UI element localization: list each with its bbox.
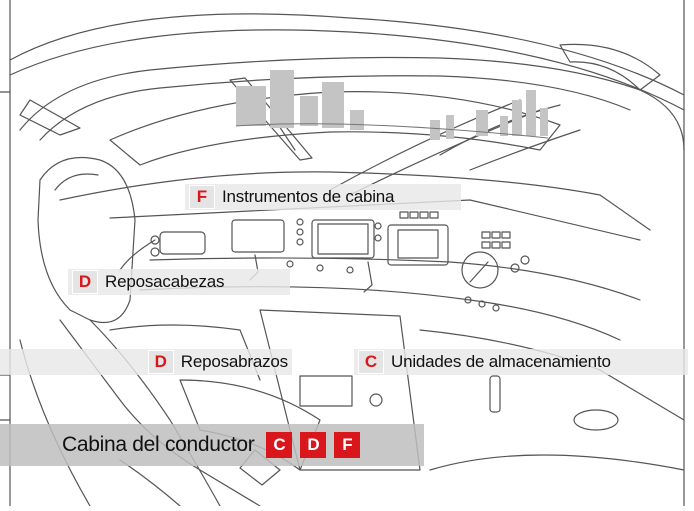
callout-letter: D [147,350,174,374]
badge-d: D [300,432,327,458]
callout-label: Instrumentos de cabina [222,187,395,206]
callout-letter: F [189,185,215,209]
callout-unidades-de-almacenamiento: C Unidades de almacenamiento [354,349,688,375]
badge-f: F [334,432,361,458]
page-title: Cabina del conductor [62,433,255,456]
callout-label: Reposacabezas [105,272,225,291]
callout-instrumentos-de-cabina: F Instrumentos de cabina [185,184,461,210]
callout-letter: C [358,350,384,374]
title-bar: Cabina del conductor C D F [0,424,424,466]
callout-label: Unidades de almacenamiento [391,352,611,371]
callout-letter: D [72,270,98,294]
callout-reposacabezas: D Reposacabezas [68,269,290,295]
callout-reposabrazos: D Reposabrazos [0,349,292,375]
badge-c: C [266,432,293,458]
callout-label: Reposabrazos [180,352,288,371]
